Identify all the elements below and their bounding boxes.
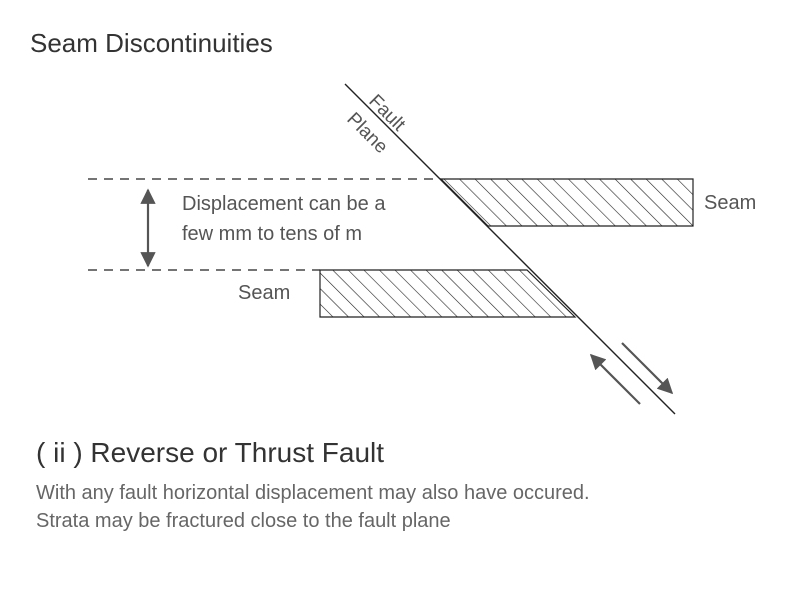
- down-movement-arrow: [621, 342, 674, 395]
- fault-plane-line: [344, 83, 676, 415]
- lower-seam-block: [319, 269, 577, 318]
- upper-seam-block: [439, 178, 694, 227]
- caption-heading: ( ii ) Reverse or Thrust Fault: [36, 437, 384, 468]
- diagram-title: Seam Discontinuities: [30, 28, 273, 58]
- displacement-note-line2: few mm to tens of m: [182, 223, 362, 245]
- caption-line1: With any fault horizontal displacement m…: [36, 482, 590, 504]
- displacement-note-line1: Displacement can be a: [182, 193, 386, 215]
- seam-upper-label: Seam: [704, 192, 756, 214]
- up-movement-arrow: [589, 353, 641, 405]
- caption-line2: Strata may be fractured close to the fau…: [36, 510, 451, 532]
- seam-lower-label: Seam: [238, 282, 290, 304]
